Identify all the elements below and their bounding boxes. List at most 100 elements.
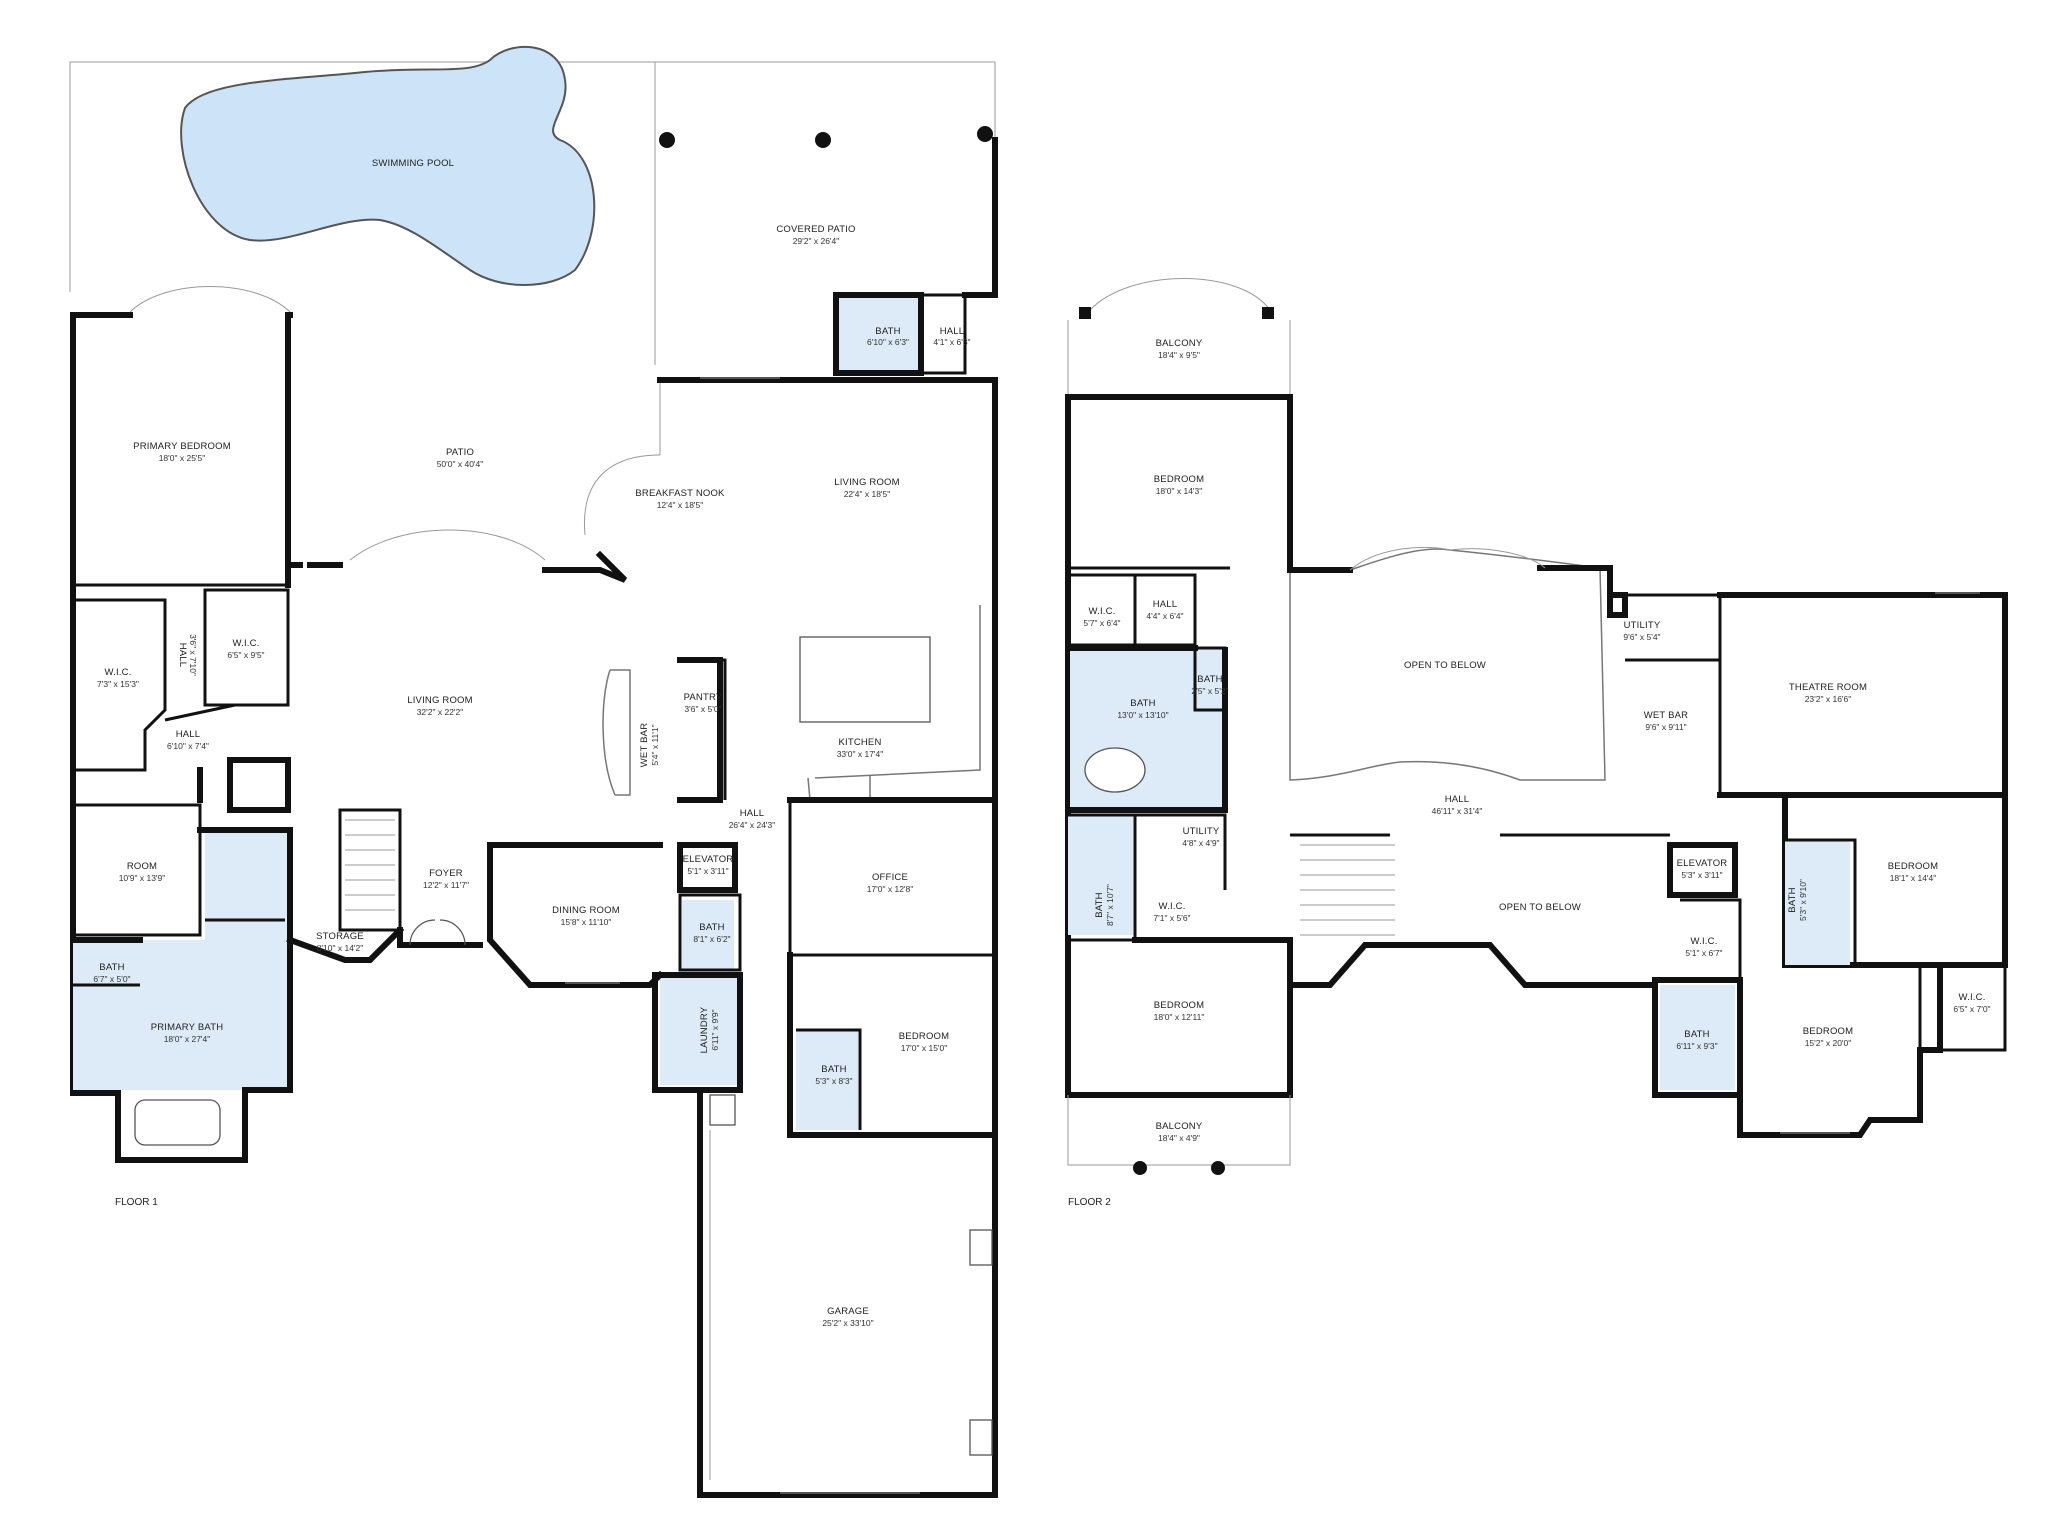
room-name-bath-small: BATH (99, 962, 124, 973)
room-dims-living-room-1: 22'4" x 18'5" (844, 489, 891, 499)
room-name-patio: PATIO (446, 447, 474, 458)
room-name-wic-1: W.I.C. (104, 667, 131, 678)
room-name-bath-f2-b: BATH (1094, 892, 1105, 917)
room-dims-wic-1: 7'3" x 15'3" (97, 679, 139, 689)
room-dims-kitchen: 33'0" x 17'4" (837, 749, 884, 759)
room-name-wic-f2-a: W.I.C. (1088, 606, 1115, 617)
room-dims-elevator-1: 5'1" x 3'11" (687, 866, 728, 876)
room-labels: SWIMMING POOL COVERED PATIO 29'2" x 26'4… (93, 158, 1990, 1328)
floor-2 (1065, 278, 2008, 1175)
room-dims-storage: 8'10" x 14'2" (317, 943, 364, 953)
room-name-open-below-2: OPEN TO BELOW (1499, 902, 1581, 913)
patio-post (659, 132, 675, 148)
balcony-post (1262, 307, 1274, 319)
balcony-post (1079, 307, 1091, 319)
room-name-wic-f2-c: W.I.C. (1690, 936, 1717, 947)
room-name-foyer: FOYER (429, 868, 463, 879)
room-name-garage: GARAGE (827, 1306, 869, 1317)
room-name-wic-2: W.I.C. (232, 638, 259, 649)
room-name-bath-mid: BATH (699, 922, 724, 933)
room-dims-wic-f2-c: 5'1" x 6'7" (1685, 948, 1722, 958)
room-dims-bath-f2-d: 6'11" x 9'3" (1676, 1041, 1717, 1051)
room-name-hall-3: HALL (740, 808, 765, 819)
room-dims-hall-f2-a: 4'4" x 6'4" (1146, 611, 1183, 621)
room-dims-wic-f2-b: 7'1" x 5'6" (1153, 913, 1190, 923)
room-name-utility-2: UTILITY (1183, 826, 1220, 837)
room-name-bath-patio: BATH (875, 326, 900, 337)
room-dims-utility-2: 4'8" x 4'9" (1182, 838, 1219, 848)
room-name-utility-1: UTILITY (1624, 620, 1661, 631)
room-dims-hall-patio: 4'1" x 6'3" (933, 337, 970, 347)
patio-post (815, 132, 831, 148)
room-dims-pantry: 3'6" x 5'0" (684, 704, 721, 714)
room-name-balcony-bottom: BALCONY (1156, 1121, 1203, 1132)
room-dims-laundry: 6'11" x 9'9" (710, 1009, 720, 1050)
room-name-bath-f2-c: BATH (1787, 887, 1798, 912)
room-dims-wet-bar-1: 5'4" x 11'1" (650, 724, 660, 765)
room-dims-bath-f2-tiny: 2'5" x 5'2" (1191, 686, 1228, 696)
room-name-bath-f2-tiny: BATH (1197, 674, 1222, 685)
room-name-kitchen: KITCHEN (838, 737, 881, 748)
room-dims-bedroom-f2-b: 18'1" x 14'4" (1890, 873, 1937, 883)
room-name-hall-f2-b: HALL (1445, 794, 1470, 805)
room-name-pantry: PANTRY (684, 692, 723, 703)
room-dims-bath-f2-main: 13'0" x 13'10" (1117, 710, 1168, 720)
room-name-elevator-2: ELEVATOR (1677, 858, 1728, 869)
room-dims-office: 17'0" x 12'8" (867, 884, 914, 894)
room-name-elevator-1: ELEVATOR (683, 854, 734, 865)
room-dims-primary-bedroom: 18'0" x 25'5" (159, 453, 206, 463)
room-dims-hall-3: 26'4" x 24'3" (729, 820, 776, 830)
room-dims-bath-f2-b: 8'7" x 10'7" (1105, 884, 1115, 926)
room-name-hall-2: HALL (176, 729, 201, 740)
room-dims-room: 10'9" x 13'9" (119, 873, 166, 883)
room-name-wet-bar-2: WET BAR (1644, 710, 1689, 721)
room-name-living-room-2: LIVING ROOM (407, 695, 473, 706)
room-name-hall-patio: HALL (940, 326, 965, 337)
room-name-room: ROOM (127, 861, 157, 872)
room-dims-hall-f2-b: 46'11" x 31'4" (1432, 806, 1483, 816)
floor-1 (69, 46, 998, 1498)
room-name-primary-bedroom: PRIMARY BEDROOM (133, 441, 231, 452)
room-dims-bedroom-f1: 17'0" x 15'0" (901, 1043, 948, 1053)
room-dims-bath-small: 6'7" x 5'0" (93, 974, 130, 984)
room-dims-hall-2: 6'10" x 7'4" (167, 741, 209, 751)
room-name-theatre-room: THEATRE ROOM (1789, 682, 1867, 693)
bathtub-icon (1084, 747, 1146, 793)
room-name-balcony-top: BALCONY (1156, 338, 1203, 349)
room-dims-bedroom-f2-d: 15'2" x 20'0" (1805, 1038, 1852, 1048)
room-dims-bath-mid: 8'1" x 6'2" (693, 934, 730, 944)
room-dims-primary-bath: 18'0" x 27'4" (164, 1034, 211, 1044)
room-name-bath-f2-main: BATH (1130, 698, 1155, 709)
room-name-office: OFFICE (872, 872, 908, 883)
balcony-post (1211, 1161, 1225, 1175)
room-name-primary-bath: PRIMARY BATH (151, 1022, 224, 1033)
room-name-bedroom-f2-d: BEDROOM (1803, 1026, 1854, 1037)
room-name-dining-room: DINING ROOM (552, 905, 620, 916)
room-name-swimming-pool: SWIMMING POOL (372, 158, 454, 169)
room-dims-bedroom-f2-c: 18'0" x 12'11" (1154, 1012, 1205, 1022)
room-dims-living-room-2: 32'2" x 22'2" (417, 707, 464, 717)
balcony-post (1133, 1161, 1147, 1175)
room-dims-hall-1: 3'6" x 7'10" (188, 634, 198, 676)
room-name-bedroom-f2-c: BEDROOM (1154, 1000, 1205, 1011)
room-dims-wic-f2-d: 6'5" x 7'0" (1953, 1004, 1990, 1014)
room-dims-bath-bed-f1: 5'3" x 8'3" (815, 1076, 852, 1086)
room-name-hall-f2-a: HALL (1153, 599, 1178, 610)
room-dims-balcony-top: 18'4" x 9'5" (1158, 350, 1200, 360)
room-dims-garage: 25'2" x 33'10" (822, 1318, 873, 1328)
room-name-bath-bed-f1: BATH (821, 1064, 846, 1075)
room-dims-breakfast-nook: 12'4" x 18'5" (657, 500, 704, 510)
room-name-living-room-1: LIVING ROOM (834, 477, 900, 488)
room-name-wet-bar-1: WET BAR (639, 723, 650, 768)
room-dims-utility-1: 9'6" x 5'4" (1623, 632, 1660, 642)
room-dims-balcony-bottom: 18'4" x 4'9" (1158, 1133, 1200, 1143)
room-name-laundry: LAUNDRY (699, 1006, 710, 1053)
room-dims-bath-f2-c: 5'3" x 9'10" (1798, 879, 1808, 921)
room-dims-patio: 50'0" x 40'4" (437, 459, 484, 469)
room-name-open-below-1: OPEN TO BELOW (1404, 660, 1486, 671)
room-dims-dining-room: 15'8" x 11'10" (561, 917, 612, 927)
patio-post (977, 126, 993, 142)
bathtub-icon (134, 1099, 221, 1146)
swimming-pool-shape (180, 46, 596, 286)
